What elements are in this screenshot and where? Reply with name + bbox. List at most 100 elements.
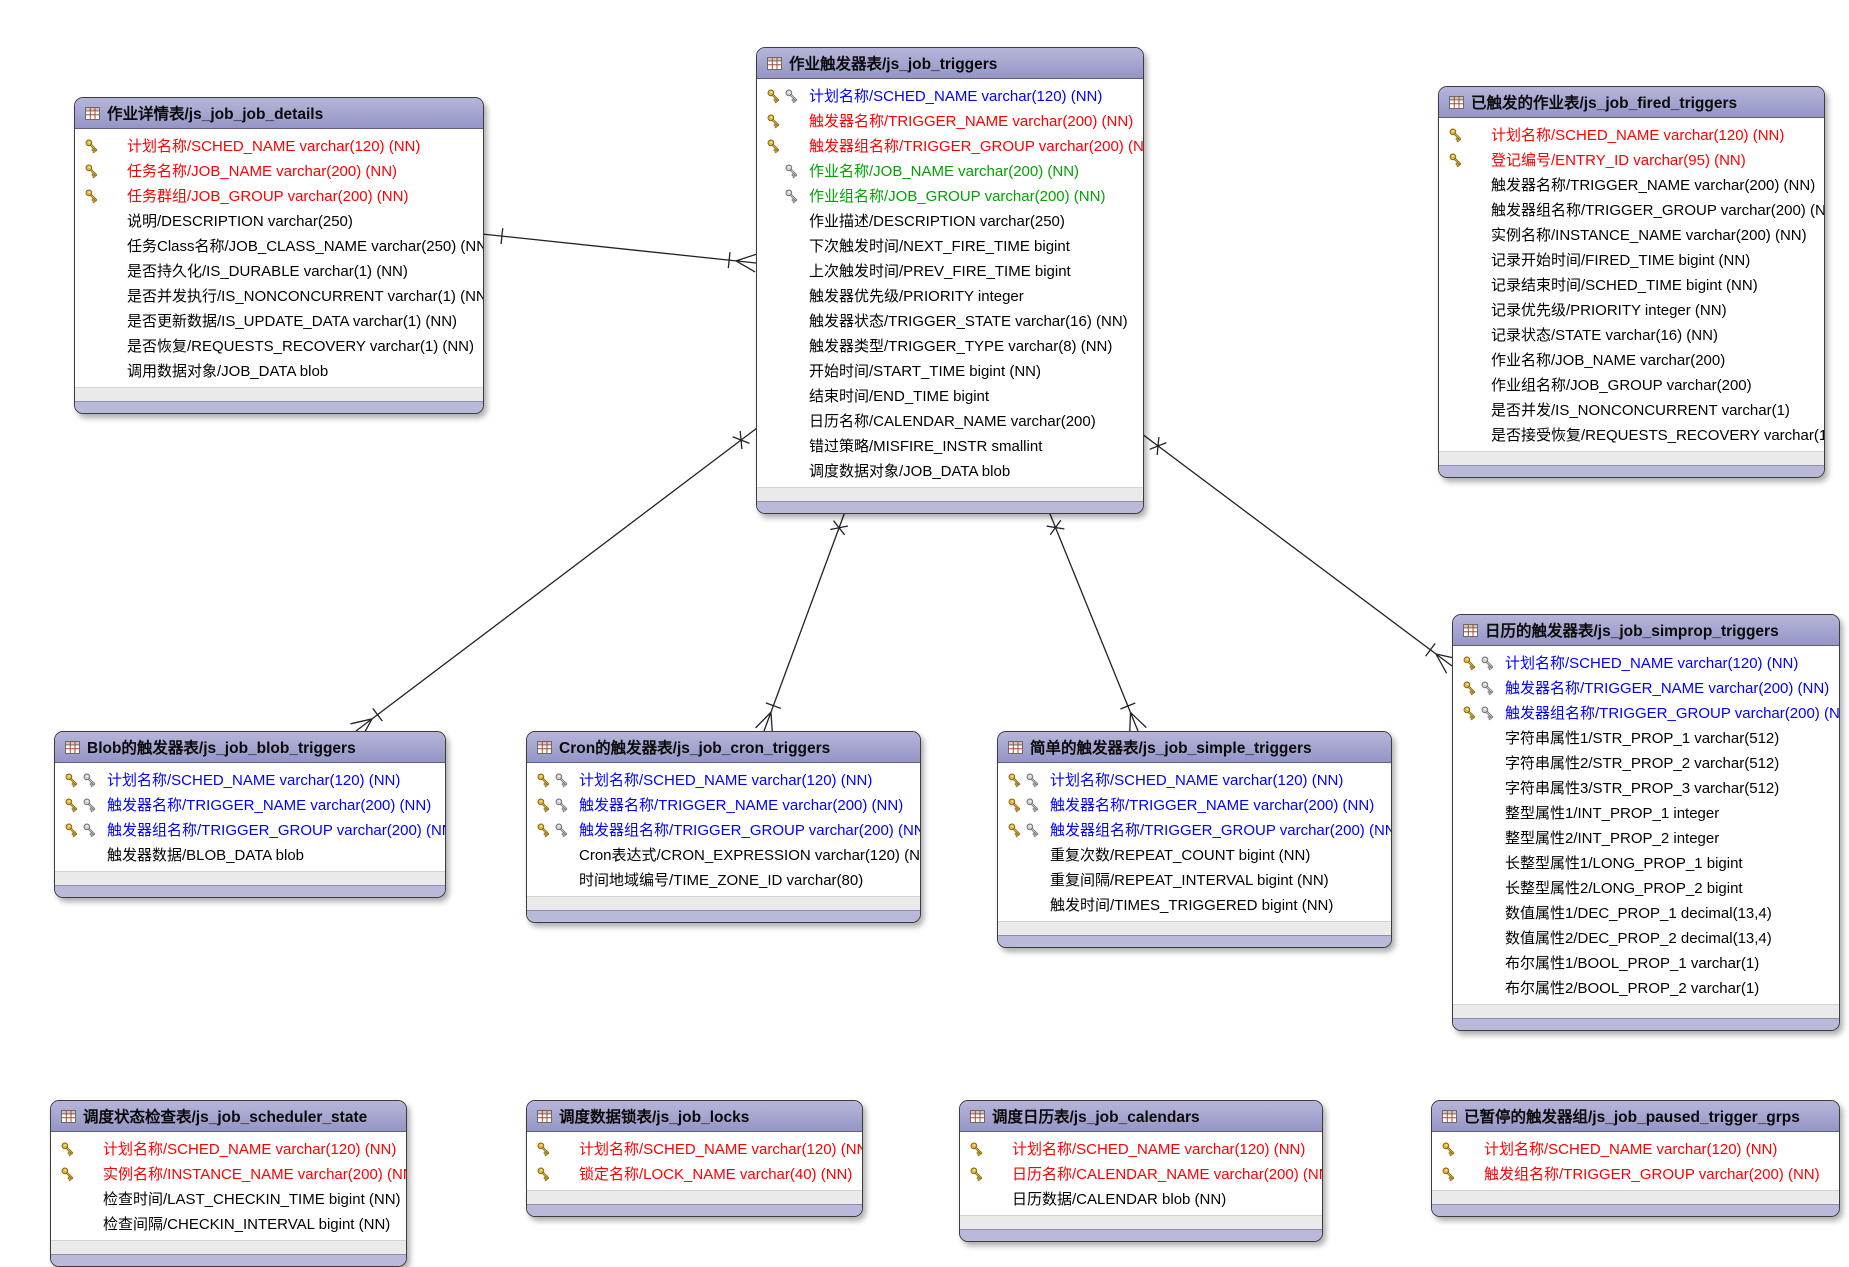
field-row-js_job_cron_triggers-1[interactable]: 触发器名称/TRIGGER_NAME varchar(200) (NN) (527, 792, 920, 817)
field-row-js_job_triggers-0[interactable]: 计划名称/SCHED_NAME varchar(120) (NN) (757, 83, 1143, 108)
field-row-js_job_fired_triggers-12[interactable]: 是否接受恢复/REQUESTS_RECOVERY varchar(1) (1439, 422, 1824, 447)
relation-line-triggers-to-simple[interactable] (1046, 508, 1147, 735)
field-row-js_job_fired_triggers-1[interactable]: 登记编号/ENTRY_ID varchar(95) (NN) (1439, 147, 1824, 172)
table-js_job_job_details[interactable]: 作业详情表/js_job_job_details 计划名称/SCHED_NAME … (74, 97, 484, 414)
field-row-js_job_scheduler_state-2[interactable]: 检查时间/LAST_CHECKIN_TIME bigint (NN) (51, 1186, 406, 1211)
field-row-js_job_job_details-8[interactable]: 是否恢复/REQUESTS_RECOVERY varchar(1) (NN) (75, 333, 483, 358)
field-row-js_job_simprop_triggers-4[interactable]: 字符串属性2/STR_PROP_2 varchar(512) (1453, 750, 1839, 775)
field-row-js_job_job_details-7[interactable]: 是否更新数据/IS_UPDATE_DATA varchar(1) (NN) (75, 308, 483, 333)
field-row-js_job_cron_triggers-2[interactable]: 触发器组名称/TRIGGER_GROUP varchar(200) (NN) (527, 817, 920, 842)
field-row-js_job_job_details-2[interactable]: 任务群组/JOB_GROUP varchar(200) (NN) (75, 183, 483, 208)
field-row-js_job_job_details-5[interactable]: 是否持久化/IS_DURABLE varchar(1) (NN) (75, 258, 483, 283)
table-js_job_cron_triggers[interactable]: Cron的触发器表/js_job_cron_triggers 计划名称/SCHED… (526, 731, 921, 923)
field-row-js_job_fired_triggers-3[interactable]: 触发器组名称/TRIGGER_GROUP varchar(200) (NN) (1439, 197, 1824, 222)
field-row-js_job_triggers-9[interactable]: 触发器状态/TRIGGER_STATE varchar(16) (NN) (757, 308, 1143, 333)
field-row-js_job_fired_triggers-11[interactable]: 是否并发/IS_NONCONCURRENT varchar(1) (1439, 397, 1824, 422)
field-row-js_job_simprop_triggers-9[interactable]: 长整型属性2/LONG_PROP_2 bigint (1453, 875, 1839, 900)
relation-line-details-to-triggers[interactable] (481, 228, 758, 273)
field-row-js_job_job_details-0[interactable]: 计划名称/SCHED_NAME varchar(120) (NN) (75, 133, 483, 158)
field-row-js_job_blob_triggers-1[interactable]: 触发器名称/TRIGGER_NAME varchar(200) (NN) (55, 792, 445, 817)
field-row-js_job_paused_trigger_grps-1[interactable]: 触发组名称/TRIGGER_GROUP varchar(200) (NN) (1432, 1161, 1839, 1186)
field-row-js_job_simprop_triggers-3[interactable]: 字符串属性1/STR_PROP_1 varchar(512) (1453, 725, 1839, 750)
table-js_job_triggers[interactable]: 作业触发器表/js_job_triggers 计划名称/SCHED_NAME va… (756, 47, 1144, 514)
field-row-js_job_simprop_triggers-6[interactable]: 整型属性1/INT_PROP_1 integer (1453, 800, 1839, 825)
field-row-js_job_simple_triggers-2[interactable]: 触发器组名称/TRIGGER_GROUP varchar(200) (NN) (998, 817, 1391, 842)
field-row-js_job_fired_triggers-5[interactable]: 记录开始时间/FIRED_TIME bigint (NN) (1439, 247, 1824, 272)
table-header[interactable]: 调度日历表/js_job_calendars (960, 1101, 1322, 1132)
field-row-js_job_locks-1[interactable]: 锁定名称/LOCK_NAME varchar(40) (NN) (527, 1161, 862, 1186)
field-row-js_job_triggers-15[interactable]: 调度数据对象/JOB_DATA blob (757, 458, 1143, 483)
field-row-js_job_blob_triggers-0[interactable]: 计划名称/SCHED_NAME varchar(120) (NN) (55, 767, 445, 792)
table-header[interactable]: Cron的触发器表/js_job_cron_triggers (527, 732, 920, 763)
field-row-js_job_job_details-9[interactable]: 调用数据对象/JOB_DATA blob (75, 358, 483, 383)
field-row-js_job_triggers-2[interactable]: 触发器组名称/TRIGGER_GROUP varchar(200) (NN) (757, 133, 1143, 158)
table-header[interactable]: Blob的触发器表/js_job_blob_triggers (55, 732, 445, 763)
field-row-js_job_job_details-4[interactable]: 任务Class名称/JOB_CLASS_NAME varchar(250) (N… (75, 233, 483, 258)
field-row-js_job_fired_triggers-9[interactable]: 作业名称/JOB_NAME varchar(200) (1439, 347, 1824, 372)
table-header[interactable]: 简单的触发器表/js_job_simple_triggers (998, 732, 1391, 763)
field-row-js_job_triggers-11[interactable]: 开始时间/START_TIME bigint (NN) (757, 358, 1143, 383)
table-header[interactable]: 作业详情表/js_job_job_details (75, 98, 483, 129)
field-row-js_job_scheduler_state-0[interactable]: 计划名称/SCHED_NAME varchar(120) (NN) (51, 1136, 406, 1161)
field-row-js_job_simprop_triggers-11[interactable]: 数值属性2/DEC_PROP_2 decimal(13,4) (1453, 925, 1839, 950)
field-row-js_job_cron_triggers-3[interactable]: Cron表达式/CRON_EXPRESSION varchar(120) (NN… (527, 842, 920, 867)
table-js_job_paused_trigger_grps[interactable]: 已暂停的触发器组/js_job_paused_trigger_grps 计划名称/… (1431, 1100, 1840, 1217)
field-row-js_job_simprop_triggers-10[interactable]: 数值属性1/DEC_PROP_1 decimal(13,4) (1453, 900, 1839, 925)
field-row-js_job_simple_triggers-3[interactable]: 重复次数/REPEAT_COUNT bigint (NN) (998, 842, 1391, 867)
table-header[interactable]: 调度数据锁表/js_job_locks (527, 1101, 862, 1132)
table-js_job_locks[interactable]: 调度数据锁表/js_job_locks 计划名称/SCHED_NAME varch… (526, 1100, 863, 1217)
field-row-js_job_cron_triggers-0[interactable]: 计划名称/SCHED_NAME varchar(120) (NN) (527, 767, 920, 792)
field-row-js_job_locks-0[interactable]: 计划名称/SCHED_NAME varchar(120) (NN) (527, 1136, 862, 1161)
field-row-js_job_cron_triggers-4[interactable]: 时间地域编号/TIME_ZONE_ID varchar(80) (527, 867, 920, 892)
table-header[interactable]: 调度状态检查表/js_job_scheduler_state (51, 1101, 406, 1132)
relation-line-triggers-to-simprop[interactable] (1141, 433, 1458, 674)
table-header[interactable]: 日历的触发器表/js_job_simprop_triggers (1453, 615, 1839, 646)
field-row-js_job_simple_triggers-1[interactable]: 触发器名称/TRIGGER_NAME varchar(200) (NN) (998, 792, 1391, 817)
field-row-js_job_fired_triggers-2[interactable]: 触发器名称/TRIGGER_NAME varchar(200) (NN) (1439, 172, 1824, 197)
field-row-js_job_paused_trigger_grps-0[interactable]: 计划名称/SCHED_NAME varchar(120) (NN) (1432, 1136, 1839, 1161)
field-row-js_job_fired_triggers-10[interactable]: 作业组名称/JOB_GROUP varchar(200) (1439, 372, 1824, 397)
field-row-js_job_calendars-1[interactable]: 日历名称/CALENDAR_NAME varchar(200) (NN) (960, 1161, 1322, 1186)
field-row-js_job_blob_triggers-3[interactable]: 触发器数据/BLOB_DATA blob (55, 842, 445, 867)
field-row-js_job_triggers-6[interactable]: 下次触发时间/NEXT_FIRE_TIME bigint (757, 233, 1143, 258)
field-row-js_job_fired_triggers-4[interactable]: 实例名称/INSTANCE_NAME varchar(200) (NN) (1439, 222, 1824, 247)
field-row-js_job_triggers-13[interactable]: 日历名称/CALENDAR_NAME varchar(200) (757, 408, 1143, 433)
field-row-js_job_scheduler_state-3[interactable]: 检查间隔/CHECKIN_INTERVAL bigint (NN) (51, 1211, 406, 1236)
field-row-js_job_simprop_triggers-2[interactable]: 触发器组名称/TRIGGER_GROUP varchar(200) (NN) (1453, 700, 1839, 725)
field-row-js_job_blob_triggers-2[interactable]: 触发器组名称/TRIGGER_GROUP varchar(200) (NN) (55, 817, 445, 842)
field-row-js_job_triggers-12[interactable]: 结束时间/END_TIME bigint (757, 383, 1143, 408)
field-row-js_job_simple_triggers-4[interactable]: 重复间隔/REPEAT_INTERVAL bigint (NN) (998, 867, 1391, 892)
field-row-js_job_scheduler_state-1[interactable]: 实例名称/INSTANCE_NAME varchar(200) (NN) (51, 1161, 406, 1186)
field-row-js_job_triggers-3[interactable]: 作业名称/JOB_NAME varchar(200) (NN) (757, 158, 1143, 183)
table-js_job_calendars[interactable]: 调度日历表/js_job_calendars 计划名称/SCHED_NAME va… (959, 1100, 1323, 1242)
field-row-js_job_simprop_triggers-5[interactable]: 字符串属性3/STR_PROP_3 varchar(512) (1453, 775, 1839, 800)
field-row-js_job_job_details-3[interactable]: 说明/DESCRIPTION varchar(250) (75, 208, 483, 233)
field-row-js_job_fired_triggers-7[interactable]: 记录优先级/PRIORITY integer (NN) (1439, 297, 1824, 322)
field-row-js_job_fired_triggers-8[interactable]: 记录状态/STATE varchar(16) (NN) (1439, 322, 1824, 347)
field-row-js_job_triggers-5[interactable]: 作业描述/DESCRIPTION varchar(250) (757, 208, 1143, 233)
table-js_job_simprop_triggers[interactable]: 日历的触发器表/js_job_simprop_triggers 计划名称/SCHE… (1452, 614, 1840, 1031)
field-row-js_job_job_details-1[interactable]: 任务名称/JOB_NAME varchar(200) (NN) (75, 158, 483, 183)
table-js_job_scheduler_state[interactable]: 调度状态检查表/js_job_scheduler_state 计划名称/SCHED… (50, 1100, 407, 1267)
relation-line-triggers-to-cron[interactable] (755, 508, 849, 735)
field-row-js_job_fired_triggers-0[interactable]: 计划名称/SCHED_NAME varchar(120) (NN) (1439, 122, 1824, 147)
field-row-js_job_triggers-4[interactable]: 作业组名称/JOB_GROUP varchar(200) (NN) (757, 183, 1143, 208)
field-row-js_job_job_details-6[interactable]: 是否并发执行/IS_NONCONCURRENT varchar(1) (NN) (75, 283, 483, 308)
table-js_job_fired_triggers[interactable]: 已触发的作业表/js_job_fired_triggers 计划名称/SCHED_… (1438, 86, 1825, 478)
field-row-js_job_simprop_triggers-13[interactable]: 布尔属性2/BOOL_PROP_2 varchar(1) (1453, 975, 1839, 1000)
table-header[interactable]: 已暂停的触发器组/js_job_paused_trigger_grps (1432, 1101, 1839, 1132)
table-header[interactable]: 作业触发器表/js_job_triggers (757, 48, 1143, 79)
table-js_job_blob_triggers[interactable]: Blob的触发器表/js_job_blob_triggers 计划名称/SCHED… (54, 731, 446, 898)
field-row-js_job_triggers-14[interactable]: 错过策略/MISFIRE_INSTR smallint (757, 433, 1143, 458)
field-row-js_job_simprop_triggers-1[interactable]: 触发器名称/TRIGGER_NAME varchar(200) (NN) (1453, 675, 1839, 700)
field-row-js_job_simprop_triggers-12[interactable]: 布尔属性1/BOOL_PROP_1 varchar(1) (1453, 950, 1839, 975)
field-row-js_job_simprop_triggers-0[interactable]: 计划名称/SCHED_NAME varchar(120) (NN) (1453, 650, 1839, 675)
field-row-js_job_triggers-10[interactable]: 触发器类型/TRIGGER_TYPE varchar(8) (NN) (757, 333, 1143, 358)
field-row-js_job_simple_triggers-5[interactable]: 触发时间/TIMES_TRIGGERED bigint (NN) (998, 892, 1391, 917)
field-row-js_job_triggers-7[interactable]: 上次触发时间/PREV_FIRE_TIME bigint (757, 258, 1143, 283)
field-row-js_job_calendars-0[interactable]: 计划名称/SCHED_NAME varchar(120) (NN) (960, 1136, 1322, 1161)
field-row-js_job_simprop_triggers-7[interactable]: 整型属性2/INT_PROP_2 integer (1453, 825, 1839, 850)
table-header[interactable]: 已触发的作业表/js_job_fired_triggers (1439, 87, 1824, 118)
relation-line-triggers-to-blob[interactable] (350, 427, 758, 739)
